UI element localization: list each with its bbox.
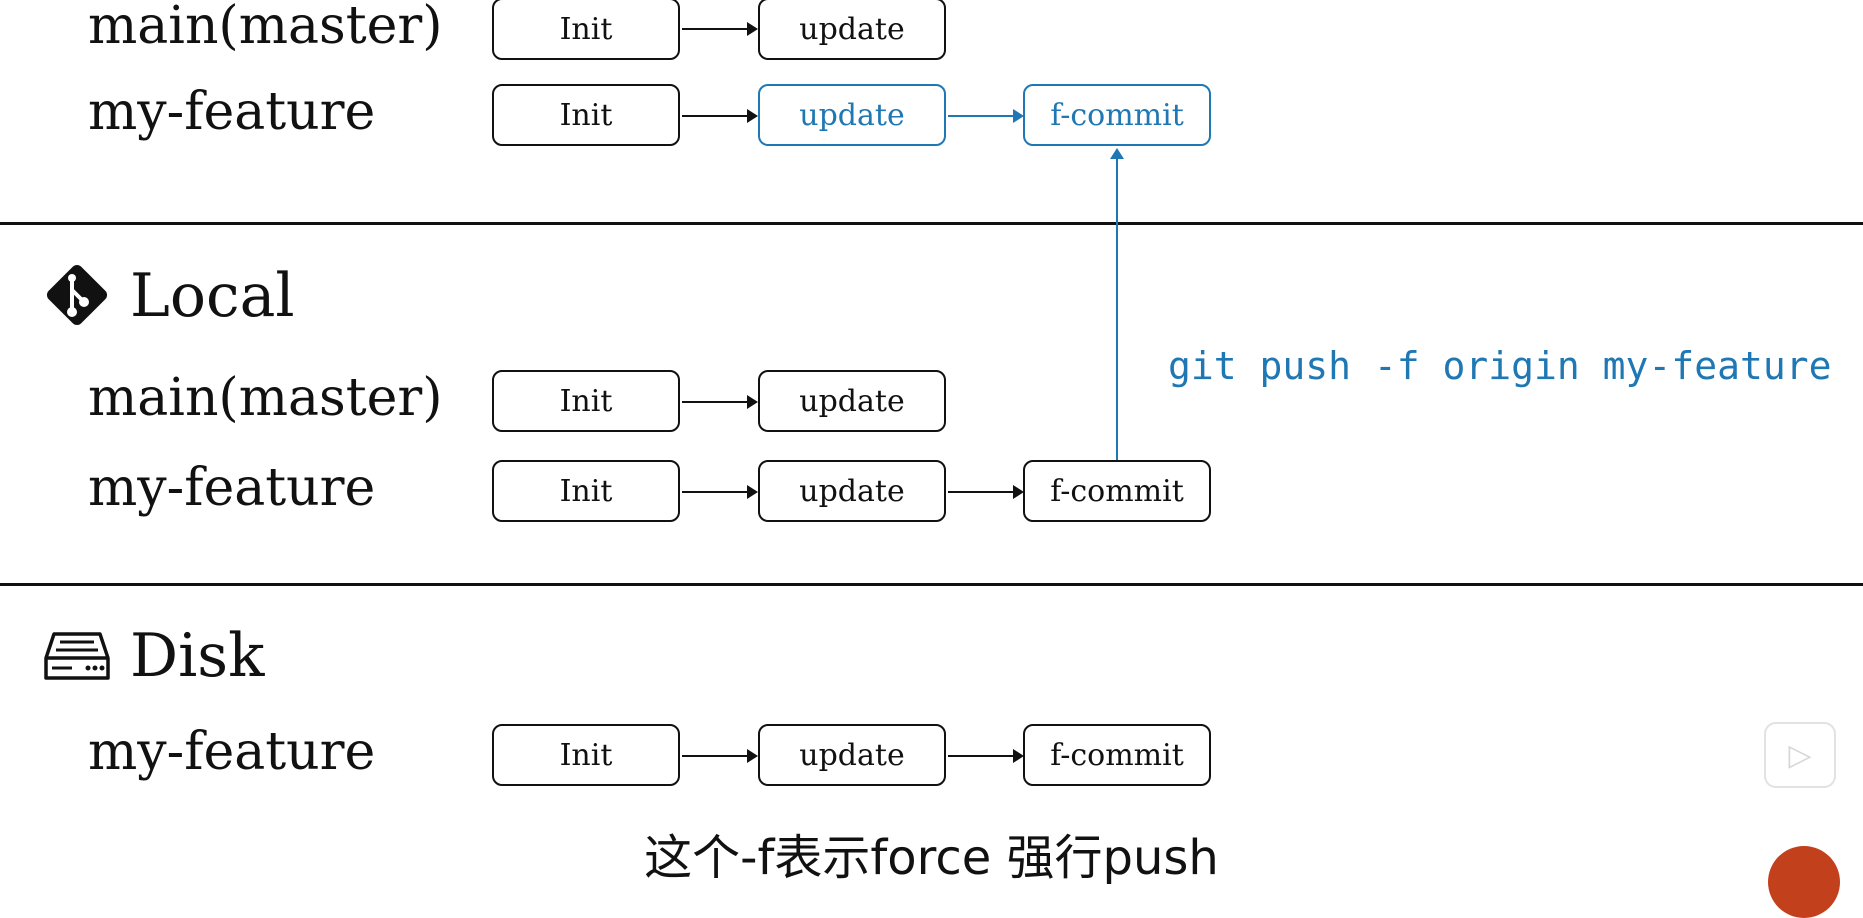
- disk-feature-commit-f-commit: f-commit: [1023, 724, 1211, 786]
- local-main-edge-1: [682, 395, 758, 409]
- play-button[interactable]: ▷: [1764, 722, 1836, 788]
- local-feature-commit-update: update: [758, 460, 946, 522]
- remote-main-edge-1: [682, 22, 758, 36]
- local-feature-label: my-feature: [88, 458, 376, 518]
- local-feature-commit-f-commit: f-commit: [1023, 460, 1211, 522]
- remote-feature-commit-f-commit: f-commit: [1023, 84, 1211, 146]
- disk-feature-label: my-feature: [88, 722, 376, 782]
- local-main-label: main(master): [88, 368, 443, 428]
- local-feature-edge-2: [948, 485, 1024, 499]
- local-feature-commit-init: Init: [492, 460, 680, 522]
- remote-feature-edge-2: [948, 109, 1024, 123]
- hard-drive-icon: [42, 628, 112, 684]
- push-command: git push -f origin my-feature: [1168, 344, 1832, 388]
- remote-feature-label: my-feature: [88, 82, 376, 142]
- play-icon: ▷: [1788, 737, 1812, 773]
- local-section-title: Local: [130, 261, 295, 331]
- remote-feature-commit-init: Init: [492, 84, 680, 146]
- video-subtitle: 这个-f表示force 强行push: [644, 830, 1219, 886]
- push-arrow: [1110, 148, 1124, 460]
- section-divider-remote-local: [0, 222, 1863, 225]
- git-icon: [42, 260, 112, 330]
- remote-feature-commit-update: update: [758, 84, 946, 146]
- remote-feature-edge-1: [682, 109, 758, 123]
- disk-feature-commit-init: Init: [492, 724, 680, 786]
- remote-main-label: main(master): [88, 0, 443, 56]
- disk-feature-edge-1: [682, 749, 758, 763]
- remote-main-commit-update: update: [758, 0, 946, 60]
- disk-feature-commit-update: update: [758, 724, 946, 786]
- local-main-commit-init: Init: [492, 370, 680, 432]
- local-main-commit-update: update: [758, 370, 946, 432]
- remote-main-commit-init: Init: [492, 0, 680, 60]
- local-feature-edge-1: [682, 485, 758, 499]
- disk-feature-edge-2: [948, 749, 1024, 763]
- disk-section-title: Disk: [130, 621, 265, 691]
- section-divider-local-disk: [0, 583, 1863, 586]
